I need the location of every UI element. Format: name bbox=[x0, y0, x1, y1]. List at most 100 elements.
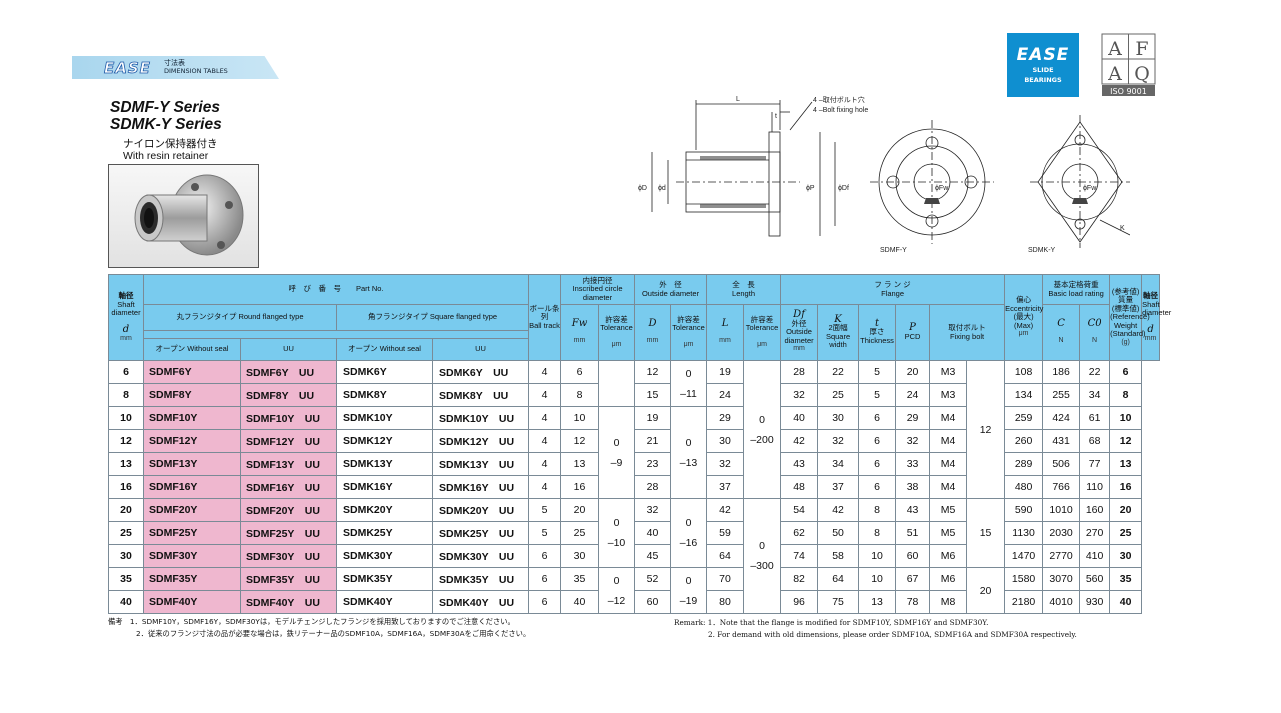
cell-ball-track: 6 bbox=[528, 567, 562, 591]
cell-load-c0: 255 bbox=[1042, 383, 1081, 407]
cell-outside-dia: 12 bbox=[634, 360, 672, 384]
cell-flange-od: 40 bbox=[780, 406, 819, 430]
cell-sdmf-uu: SDMF12Y UU bbox=[240, 429, 337, 453]
cell-outside-dia: 19 bbox=[634, 406, 672, 430]
cell-weight: 930 bbox=[1079, 590, 1111, 614]
notes-jp: 備考 1．SDMF10Y，SDMF16Y，SDMF30Yは，モデルチェンジしたフ… bbox=[108, 617, 531, 638]
cell-fixing-bolt: M4 bbox=[929, 452, 968, 476]
cell-shaft-right: 25 bbox=[1109, 521, 1143, 545]
cell-square-width: 50 bbox=[817, 521, 860, 545]
cell-ball-track: 4 bbox=[528, 429, 562, 453]
cell-sdmk-open: SDMK35Y bbox=[336, 567, 433, 591]
cell-thickness: 8 bbox=[858, 521, 897, 545]
cell-sdmk-open: SDMK16Y bbox=[336, 475, 433, 499]
cell-sdmf-open: SDMF10Y bbox=[143, 406, 241, 430]
cell-shaft: 16 bbox=[108, 475, 144, 499]
dim-d: ϕd bbox=[658, 185, 666, 192]
section-banner bbox=[72, 56, 279, 79]
cell-thickness: 10 bbox=[858, 567, 897, 591]
cell-sdmf-open: SDMF6Y bbox=[143, 360, 241, 384]
cell-pcd: 67 bbox=[895, 567, 931, 591]
cell-fw-tolerance bbox=[598, 360, 636, 407]
cell-load-c0: 186 bbox=[1042, 360, 1081, 384]
cell-square-width: 75 bbox=[817, 590, 860, 614]
cell-fixing-bolt: M4 bbox=[929, 406, 968, 430]
notes-en: Remark: 1．Note that the flange is modifi… bbox=[674, 617, 1077, 641]
cell-sdmk-uu: SDMK8Y UU bbox=[431, 383, 530, 407]
cell-shaft-right: 8 bbox=[1109, 383, 1143, 407]
cell-ball-track: 5 bbox=[528, 498, 562, 522]
cell-fixing-bolt: M4 bbox=[929, 429, 968, 453]
cell-load-c: 1470 bbox=[1004, 544, 1044, 568]
cell-pcd: 38 bbox=[895, 475, 931, 499]
cell-load-c0: 4010 bbox=[1042, 590, 1081, 614]
banner-brand-logo: EASE bbox=[104, 59, 151, 78]
cell-sdmf-uu: SDMF8Y UU bbox=[240, 383, 337, 407]
svg-text:Q: Q bbox=[1134, 63, 1150, 85]
col-weight: (参考値) 質量(標準値) (Reference) Weight (Standa… bbox=[1109, 274, 1150, 361]
cell-sdmk-uu: SDMK10Y UU bbox=[431, 406, 530, 430]
cell-length: 19 bbox=[706, 360, 745, 384]
cell-weight: 22 bbox=[1079, 360, 1111, 384]
bolt-hole-en: 4 ‒Bolt fixing hole bbox=[813, 107, 868, 114]
cell-sdmk-uu: SDMK6Y UU bbox=[431, 360, 530, 384]
cell-thickness: 5 bbox=[858, 383, 897, 407]
cell-load-c0: 766 bbox=[1042, 475, 1081, 499]
cell-shaft: 6 bbox=[108, 360, 144, 384]
cell-sdmk-open: SDMK40Y bbox=[336, 590, 433, 614]
cell-weight: 410 bbox=[1079, 544, 1111, 568]
cell-sdmk-open: SDMK25Y bbox=[336, 521, 433, 545]
cell-shaft-right: 10 bbox=[1109, 406, 1143, 430]
note-en-1: Remark: 1．Note that the flange is modifi… bbox=[674, 618, 989, 627]
cell-outside-dia: 60 bbox=[634, 590, 672, 614]
cell-d-tolerance: 0‒19 bbox=[670, 567, 708, 614]
cell-sdmf-open: SDMF30Y bbox=[143, 544, 241, 568]
cell-fw: 12 bbox=[560, 429, 600, 453]
cell-square-width: 64 bbox=[817, 567, 860, 591]
dim-Fw-round: ϕFw bbox=[935, 185, 949, 192]
cell-load-c: 1580 bbox=[1004, 567, 1044, 591]
cell-square-width: 32 bbox=[817, 429, 860, 453]
cell-weight: 34 bbox=[1079, 383, 1111, 407]
cell-shaft: 12 bbox=[108, 429, 144, 453]
cell-shaft: 10 bbox=[108, 406, 144, 430]
technical-drawings: L t 4 ‒取付ボルト穴 4 ‒Bolt fixing hole ϕD ϕd … bbox=[638, 95, 1130, 254]
cell-fw-tolerance: 0‒12 bbox=[598, 567, 636, 614]
cell-load-c: 2180 bbox=[1004, 590, 1044, 614]
cell-sdmf-open: SDMF16Y bbox=[143, 475, 241, 499]
cell-sdmf-open: SDMF40Y bbox=[143, 590, 241, 614]
cell-square-width: 58 bbox=[817, 544, 860, 568]
cell-d-tolerance: 0‒16 bbox=[670, 498, 708, 568]
cell-weight: 77 bbox=[1079, 452, 1111, 476]
cell-weight: 560 bbox=[1079, 567, 1111, 591]
cell-outside-dia: 23 bbox=[634, 452, 672, 476]
cell-weight: 110 bbox=[1079, 475, 1111, 499]
cell-sdmk-uu: SDMK20Y UU bbox=[431, 498, 530, 522]
cell-shaft: 25 bbox=[108, 521, 144, 545]
cell-sdmk-uu: SDMK16Y UU bbox=[431, 475, 530, 499]
dim-L: L bbox=[736, 96, 740, 103]
cell-length: 37 bbox=[706, 475, 745, 499]
cell-sdmk-open: SDMK20Y bbox=[336, 498, 433, 522]
afaq-certification-logo: A F A Q ISO 9001 bbox=[1101, 33, 1156, 97]
cell-l-tolerance: 0‒300 bbox=[743, 498, 782, 614]
cell-thickness: 6 bbox=[858, 406, 897, 430]
cell-fw: 20 bbox=[560, 498, 600, 522]
bolt-hole-jp: 4 ‒取付ボルト穴 bbox=[813, 95, 865, 104]
cell-pcd: 32 bbox=[895, 429, 931, 453]
cell-eccentricity: 20 bbox=[966, 567, 1006, 614]
cell-sdmf-uu: SDMF10Y UU bbox=[240, 406, 337, 430]
cell-ball-track: 6 bbox=[528, 544, 562, 568]
cell-thickness: 5 bbox=[858, 360, 897, 384]
banner-title-jp: 寸法表 bbox=[164, 59, 185, 67]
cell-load-c0: 2030 bbox=[1042, 521, 1081, 545]
cell-fw: 13 bbox=[560, 452, 600, 476]
cell-length: 80 bbox=[706, 590, 745, 614]
series-title-1: SDMF-Y Series bbox=[110, 99, 220, 116]
